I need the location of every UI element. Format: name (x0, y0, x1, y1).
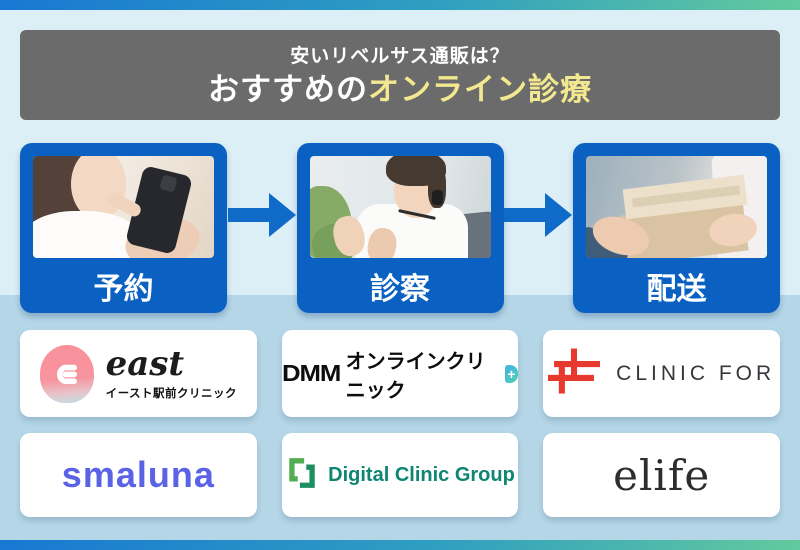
title-box: 安いリベルサス通販は？ おすすめのオンライン診療 (20, 30, 780, 120)
title-highlight: オンライン診療 (368, 72, 592, 107)
smaluna-wordmark: smaluna (61, 454, 215, 495)
top-gradient-bar (0, 0, 800, 10)
clinic-card-elife: elife (543, 433, 780, 517)
headset-shape (431, 190, 443, 205)
clinic-card-smaluna: smaluna (20, 433, 257, 517)
step-label-examination: 診察 (370, 272, 430, 306)
digital-clinic-group-cross-icon (285, 456, 319, 495)
consultation-photo (309, 156, 491, 258)
process-steps: 予約 診察 (20, 143, 780, 313)
booking-photo (33, 156, 214, 258)
east-wordmark: east (105, 343, 185, 384)
arrow-shaft (504, 208, 547, 222)
dmm-d-plus-icon: + (504, 364, 519, 383)
east-subtitle: イースト駅前クリニック (105, 387, 238, 400)
step-card-examination: 診察 (296, 143, 504, 313)
digital-clinic-group-logo: Digital Clinic Group (285, 456, 515, 495)
step-card-reservation: 予約 (20, 143, 227, 313)
clinic-for-logo: CLINIC FOR (548, 348, 775, 399)
dmm-logo: DMM オンラインクリニック + (282, 345, 519, 403)
clinic-card-digital-clinic-group: Digital Clinic Group (281, 433, 519, 517)
photo-shape (33, 211, 141, 258)
delivery-photo (586, 156, 767, 258)
east-logo-icon (39, 344, 94, 403)
title-subtitle: 安いリベルサス通販は？ (290, 46, 510, 67)
clinic-for-wordmark: CLINIC FOR (616, 361, 776, 385)
arrow-head (268, 193, 296, 237)
photo-shape (71, 156, 126, 220)
clinic-card-east: east イースト駅前クリニック (20, 330, 257, 417)
step-label-delivery: 配送 (646, 272, 707, 306)
clinic-logo-grid: east イースト駅前クリニック DMM オンラインクリニック + (20, 330, 780, 517)
step-card-delivery: 配送 (573, 143, 780, 313)
arrow-right-icon (227, 193, 296, 237)
clinic-card-dmm-online-clinic: DMM オンラインクリニック + (281, 330, 519, 417)
east-text-block: east イースト駅前クリニック (106, 347, 237, 401)
dmm-brand-mark: DMM (281, 360, 341, 386)
dmm-wordmark: オンラインクリニック (345, 350, 486, 402)
step-label-reservation: 予約 (93, 272, 154, 306)
elife-wordmark: elife (613, 450, 711, 500)
arrow-head (545, 193, 573, 237)
bottom-gradient-bar (0, 540, 800, 550)
clinic-for-cross-icon (548, 348, 601, 399)
title-prefix: おすすめの (208, 72, 368, 107)
page-title: おすすめのオンライン診療 (20, 71, 780, 108)
arrow-right-icon (504, 193, 573, 237)
clinic-card-clinic-for: CLINIC FOR (543, 330, 780, 417)
digital-clinic-group-wordmark: Digital Clinic Group (328, 463, 515, 486)
east-logo: east イースト駅前クリニック (39, 344, 237, 403)
arrow-shaft (227, 208, 270, 222)
